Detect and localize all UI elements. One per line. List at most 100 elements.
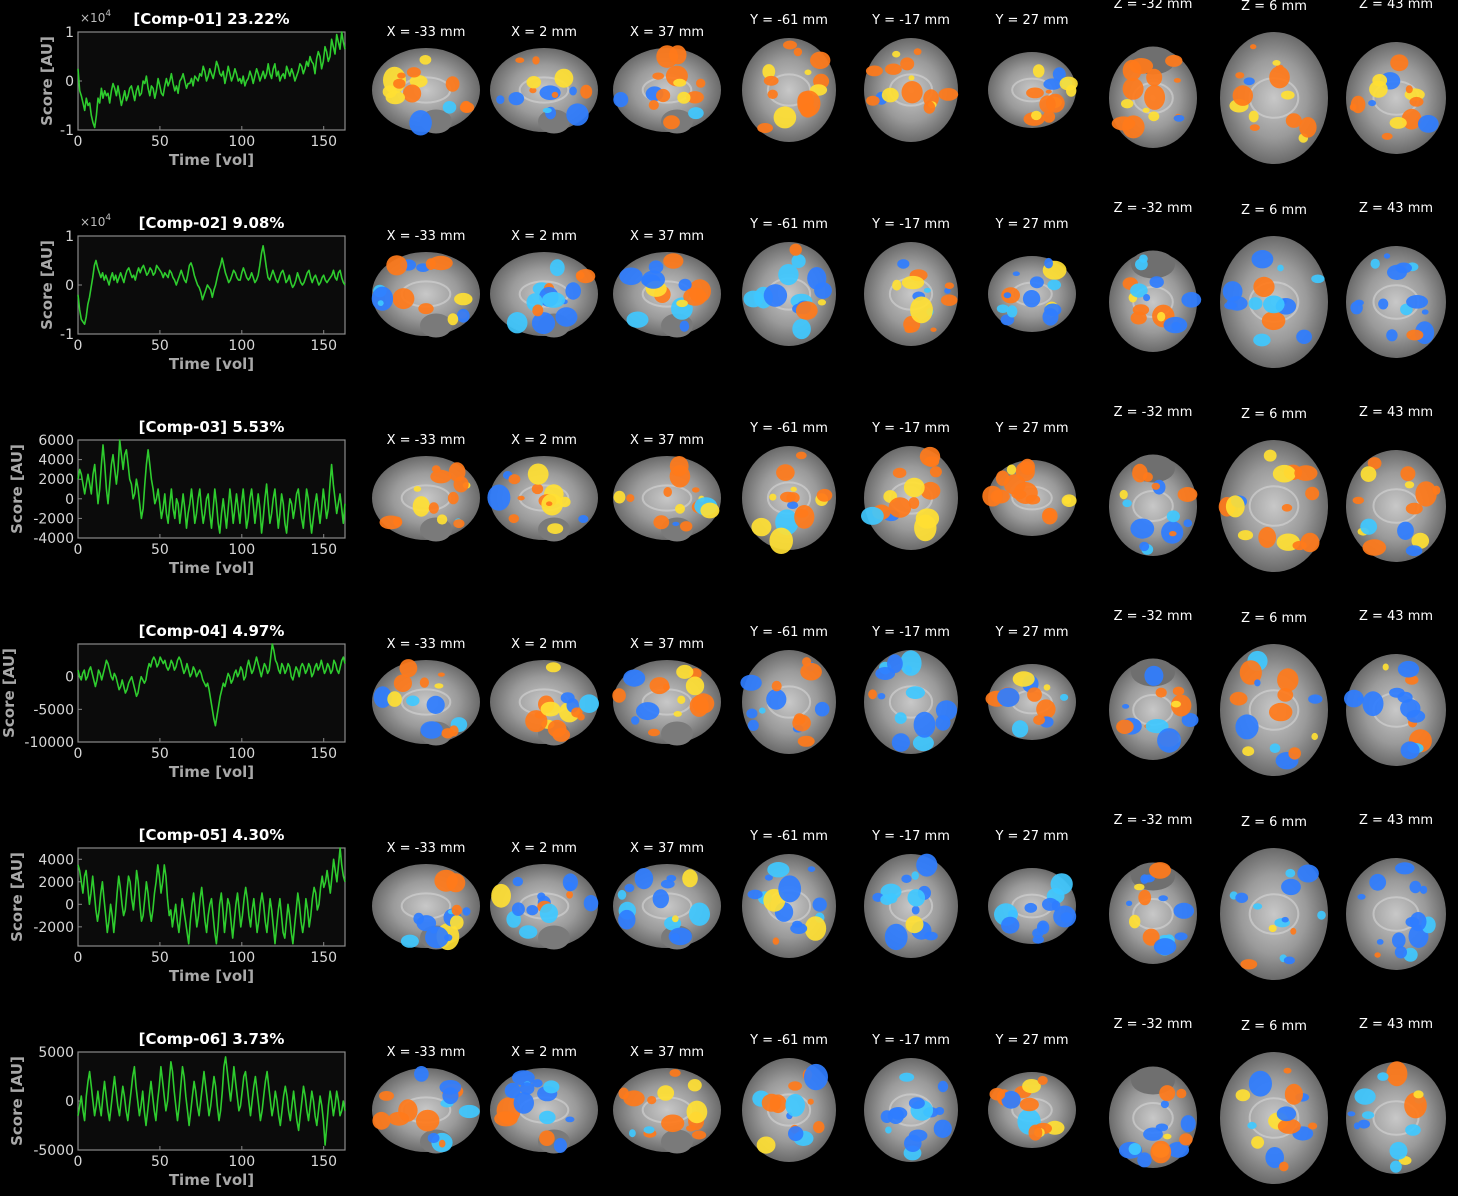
negative-activation-blob <box>807 267 827 290</box>
positive-activation-blob <box>531 483 544 495</box>
positive-activation-blob <box>1352 496 1365 505</box>
y-tick-label: -2000 <box>33 511 74 527</box>
positive-activation-blob <box>663 115 680 130</box>
negative-activation-blob <box>911 871 919 880</box>
positive-activation-blob <box>696 78 706 88</box>
positive-activation-blob <box>397 72 406 79</box>
negative-activation-blob <box>1390 1160 1402 1173</box>
brain-cerebellum <box>538 925 570 950</box>
negative-activation-blob <box>531 312 556 335</box>
positive-activation-blob <box>1059 76 1078 91</box>
brain-slice: Y = 27 mm <box>988 217 1076 332</box>
brain-slice: X = 37 mm <box>613 25 721 134</box>
brain-cerebellum <box>661 721 693 746</box>
negative-activation-blob <box>413 912 425 925</box>
negative-activation-blob <box>1022 290 1041 308</box>
negative-activation-blob <box>1144 665 1164 686</box>
negative-activation-blob <box>788 1126 804 1142</box>
negative-activation-blob <box>1283 956 1295 965</box>
positive-activation-blob <box>700 502 720 519</box>
brain-slice: X = -33 mm <box>372 637 480 746</box>
y-tick-label: 6000 <box>38 433 74 449</box>
positive-activation-blob <box>792 714 811 732</box>
positive-activation-blob <box>1401 108 1422 130</box>
positive-activation-blob <box>757 123 773 133</box>
slice-coordinate-label: Z = 43 mm <box>1359 0 1433 12</box>
positive-activation-blob <box>656 88 671 103</box>
positive-activation-blob <box>552 727 571 742</box>
negative-activation-blob <box>642 270 665 289</box>
y-tick-label: 2000 <box>38 875 74 891</box>
positive-activation-blob <box>416 1109 440 1132</box>
y-tick-label: 4000 <box>38 852 74 868</box>
negative-activation-blob <box>778 875 802 903</box>
positive-activation-blob <box>409 75 428 88</box>
negative-activation-blob <box>619 267 643 286</box>
positive-activation-blob <box>1028 1124 1043 1141</box>
brain-cerebellum <box>661 1129 693 1154</box>
negative-activation-blob <box>1347 1111 1356 1117</box>
slice-coordinate-label: Y = -17 mm <box>871 1033 950 1048</box>
negative-activation-blob <box>935 1107 945 1115</box>
positive-activation-blob <box>756 1136 776 1154</box>
slice-coordinate-label: X = -33 mm <box>387 433 466 448</box>
x-tick-label: 0 <box>74 338 83 354</box>
negative-activation-blob <box>1358 1119 1370 1129</box>
positive-activation-blob <box>445 76 460 92</box>
positive-activation-blob <box>901 275 925 290</box>
brain-slice: Y = 27 mm <box>982 421 1077 536</box>
brain-slice: X = 37 mm <box>613 841 721 950</box>
negative-activation-blob <box>1052 67 1066 82</box>
negative-activation-blob <box>1253 333 1271 347</box>
positive-activation-blob <box>406 67 421 78</box>
brain-slice: Y = -61 mm <box>742 1033 836 1162</box>
x-tick-label: 0 <box>74 950 83 966</box>
positive-activation-blob <box>794 505 815 529</box>
negative-activation-blob <box>414 1066 429 1082</box>
negative-activation-blob <box>688 107 704 120</box>
positive-activation-blob <box>677 695 686 704</box>
series-line <box>77 31 346 129</box>
positive-activation-blob <box>930 327 937 332</box>
positive-activation-blob <box>1292 540 1307 551</box>
negative-activation-blob <box>456 308 470 323</box>
positive-activation-blob <box>793 47 803 57</box>
negative-activation-blob <box>1405 1124 1421 1136</box>
positive-activation-blob <box>1019 1097 1039 1112</box>
negative-activation-blob <box>916 853 938 877</box>
positive-activation-blob <box>1239 660 1262 685</box>
positive-activation-blob <box>686 91 704 104</box>
brain-ventricle-outline <box>1248 689 1300 731</box>
negative-activation-blob <box>660 879 675 889</box>
positive-activation-blob <box>387 691 402 707</box>
negative-activation-blob <box>1276 1106 1297 1122</box>
positive-activation-blob <box>412 496 430 517</box>
brain-slice: Z = 6 mm <box>1220 203 1328 368</box>
series-line <box>77 847 346 945</box>
positive-activation-blob <box>892 50 901 58</box>
negative-activation-blob <box>689 902 710 926</box>
positive-activation-blob <box>540 701 561 717</box>
negative-activation-blob <box>747 719 759 732</box>
positive-activation-blob <box>908 497 920 509</box>
positive-activation-blob <box>1032 64 1045 78</box>
negative-activation-blob <box>634 868 654 890</box>
brain-anatomy <box>1220 848 1328 980</box>
negative-activation-blob <box>636 702 660 721</box>
positive-activation-blob <box>652 72 664 80</box>
negative-activation-blob <box>520 1082 535 1095</box>
positive-activation-blob <box>761 1093 782 1112</box>
y-tick-label: -4000 <box>33 531 74 547</box>
positive-activation-blob <box>532 56 540 65</box>
negative-activation-blob <box>618 909 636 930</box>
y-tick-label: -5000 <box>33 702 74 718</box>
negative-activation-blob <box>894 712 907 724</box>
negative-activation-blob <box>1297 864 1319 883</box>
positive-activation-blob <box>1172 686 1185 696</box>
plot-area <box>77 847 346 947</box>
positive-activation-blob <box>554 68 574 88</box>
negative-activation-blob <box>1386 329 1398 342</box>
slice-coordinate-label: Z = 6 mm <box>1241 611 1307 626</box>
